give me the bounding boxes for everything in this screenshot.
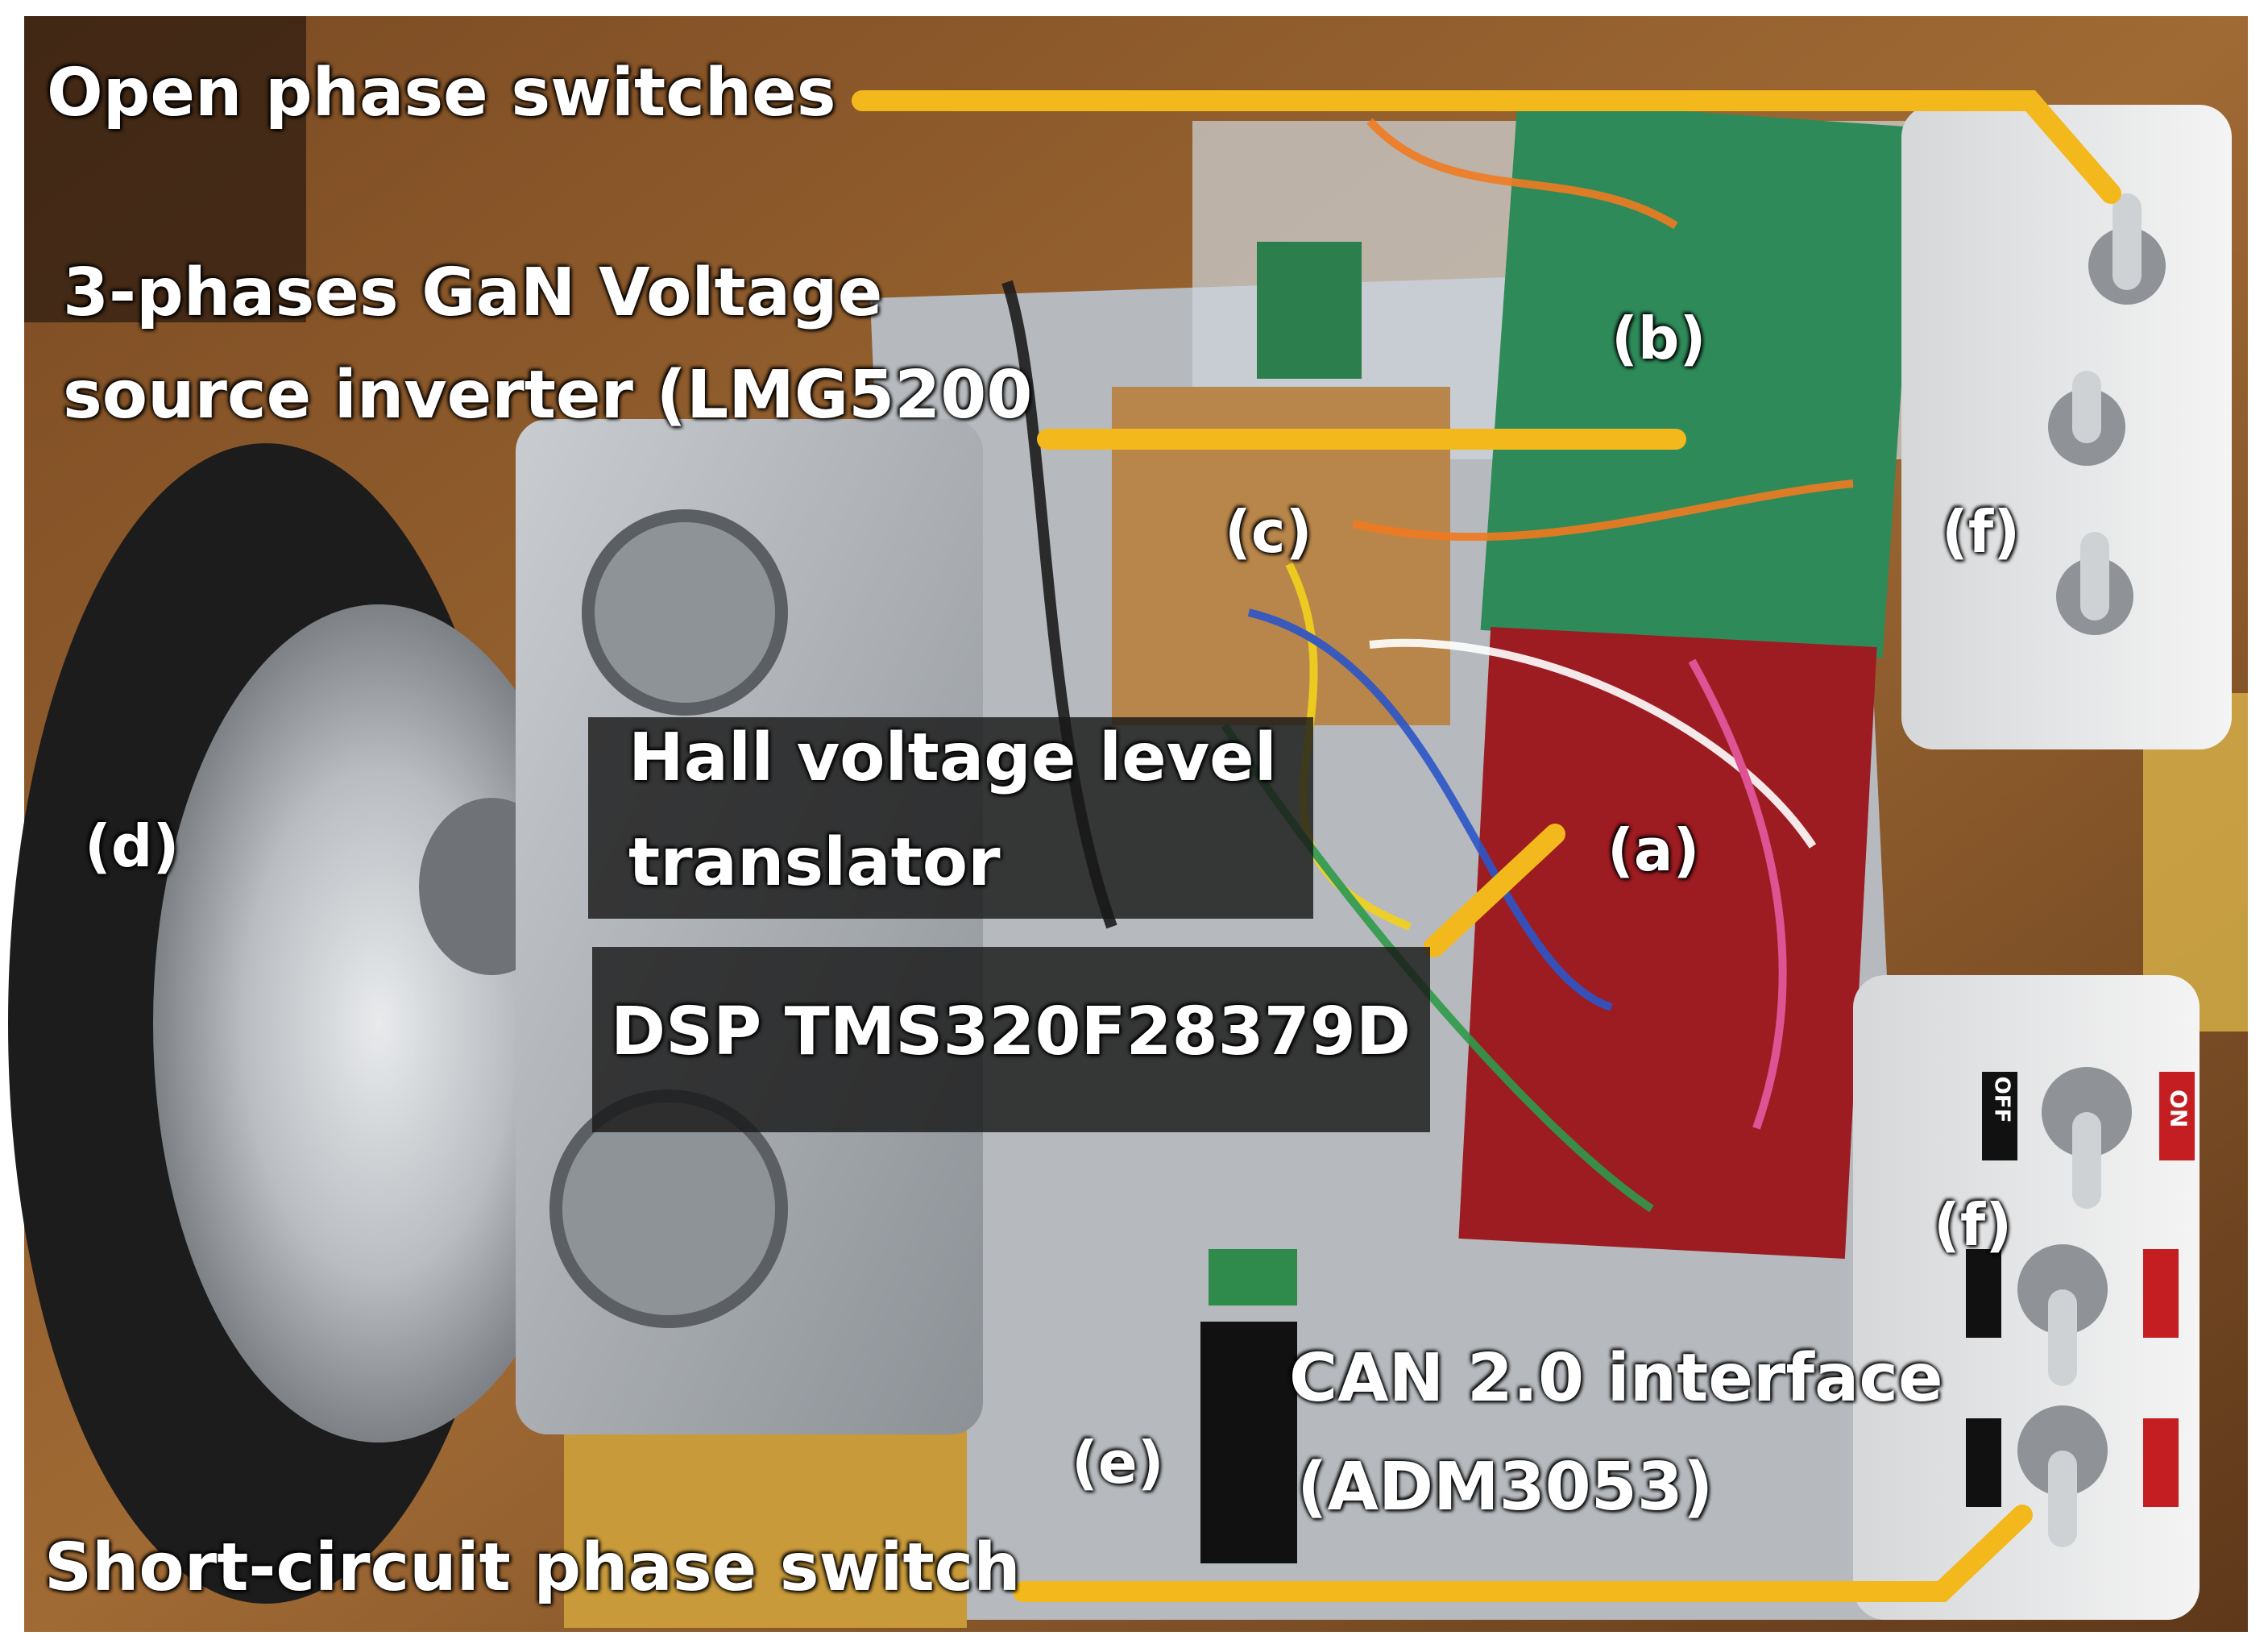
on-off-tags [1966,1072,2195,1507]
switch-on-label-1: ON [2165,1090,2192,1128]
label-inverter-line2: source inverter (LMG5200 [63,357,1033,434]
tag-a: (a) [1607,816,1700,884]
leader-dsp [1424,824,1565,957]
label-dsp: DSP TMS320F28379D [611,994,1411,1070]
tag-f-top: (f) [1942,498,2021,566]
tag-f-bottom: (f) [1934,1191,2013,1259]
label-hall-line2: translator [628,824,1001,901]
small-sensor-board [1257,242,1362,379]
switch-off-label-1: OFF [1989,1076,2014,1123]
inverter-board [1480,99,1920,658]
terminal-block [1209,1249,1297,1306]
wiring [1001,118,1854,1213]
label-can-line1: CAN 2.0 interface [1289,1340,1943,1417]
tag-e: (e) [1072,1429,1164,1496]
tag-c: (c) [1225,498,1312,566]
leader-short-circuit [1013,1505,2033,1602]
label-hall-line1: Hall voltage level [628,720,1277,796]
tag-d: (d) [85,812,180,880]
tag-b: (b) [1611,305,1706,372]
label-short-circuit: Short-circuit phase switch [44,1530,1021,1606]
perforated-strip [564,1418,967,1628]
leader-lines [852,90,2121,1602]
dsp-board [1458,626,1877,1260]
hall-label-box [588,717,1313,919]
label-inverter-line1: 3-phases GaN Voltage [63,255,883,331]
dark-shadow-left [24,16,306,322]
leader-open-phase [852,90,2121,204]
can-board [1200,1322,1297,1563]
gear-port-top [582,509,788,716]
label-open-phase-switches: Open phase switches [47,55,836,131]
dsp-label-box [592,947,1430,1132]
label-can-line2: (ADM3053) [1297,1449,1714,1526]
toggle-switches [2017,193,2166,1547]
